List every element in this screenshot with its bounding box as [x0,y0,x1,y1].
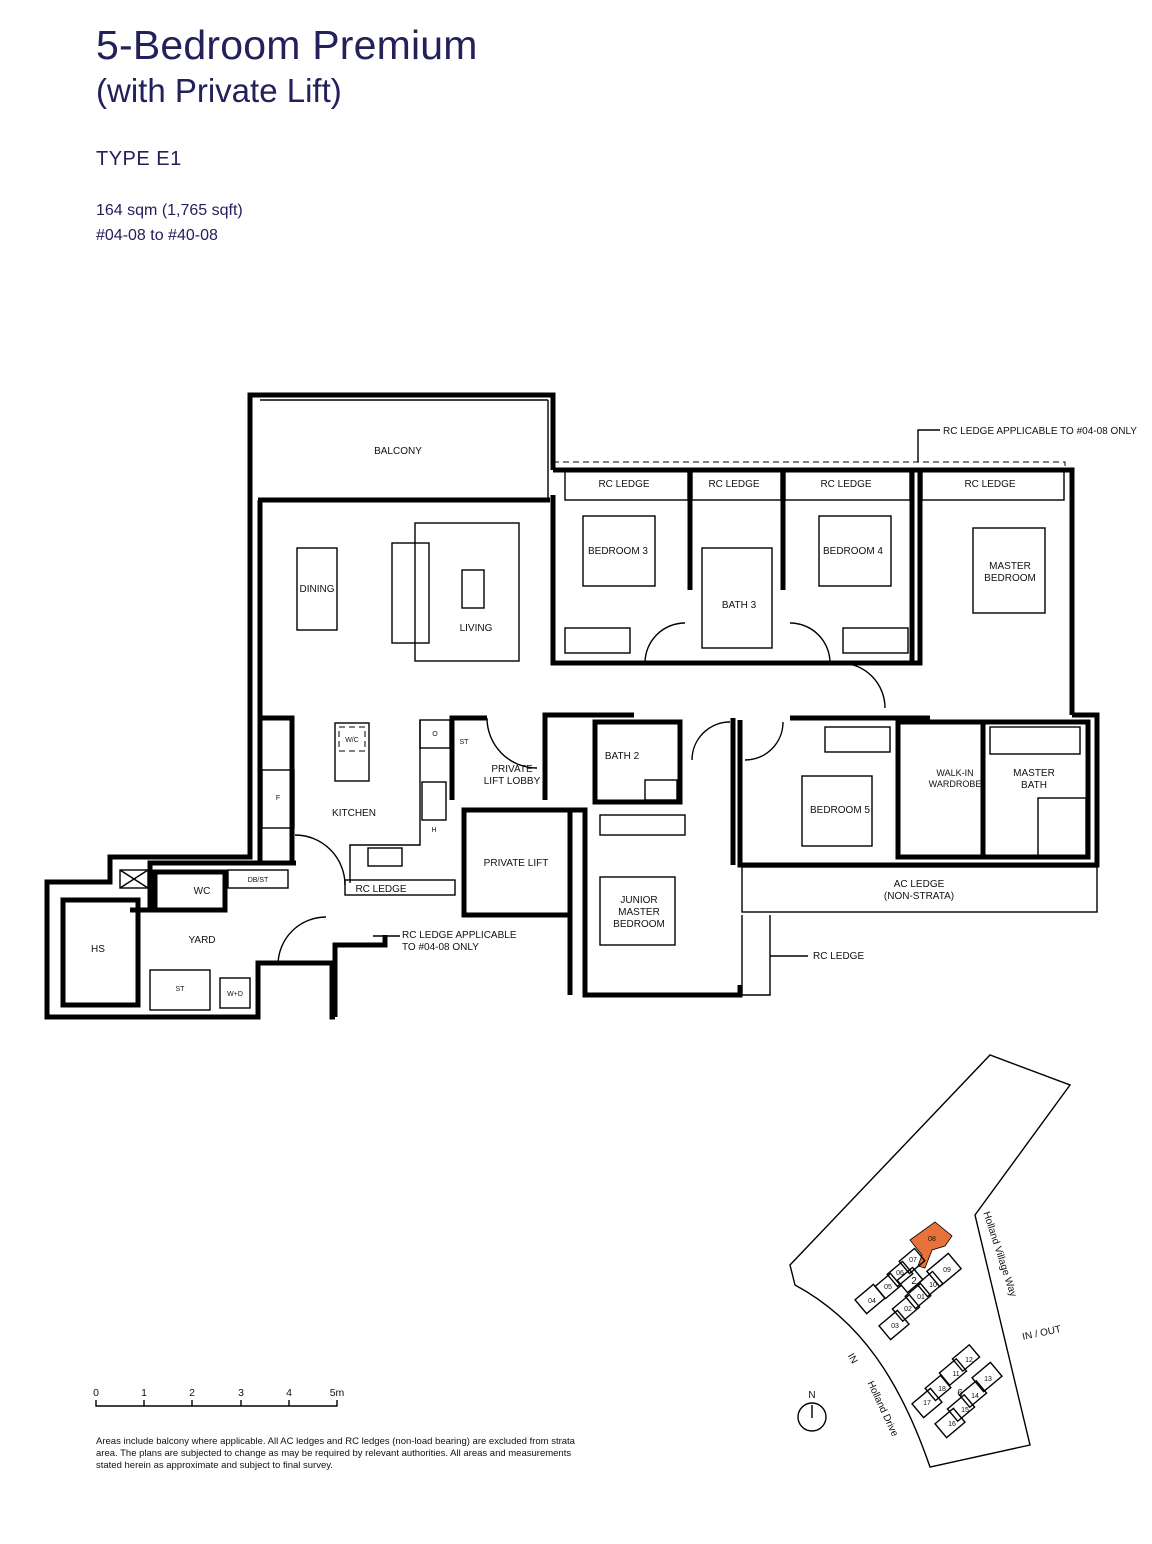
rc-ledge-top-note: RC LEDGE APPLICABLE TO #04-08 ONLY [943,426,1137,437]
lobby-store: ST [460,739,470,746]
entry-in: IN [845,1352,860,1366]
unit-label: 17 [923,1400,931,1407]
unit-label: 13 [984,1376,992,1383]
room-master-bedroom: MASTER [989,561,1031,572]
room-bath-2: BATH 2 [605,751,640,762]
unit-label: 02 [904,1306,912,1313]
scale-tick: 5m [330,1387,345,1399]
scale-tick: 3 [238,1387,244,1399]
block-6 [911,1343,1003,1439]
entry-in-out: IN / OUT [1021,1324,1062,1343]
block-2 [854,1247,963,1341]
unit-label: 06 [896,1270,904,1277]
hob: H [431,827,436,834]
north-label: N [808,1390,815,1401]
room-master-bath-line2: BATH [1021,780,1047,791]
room-yard: YARD [188,935,215,946]
rc-ledge-bedroom-4: RC LEDGE [820,479,871,490]
room-private-lift: PRIVATE LIFT [484,858,549,869]
unit-label: 14 [971,1393,979,1400]
room-bath-3: BATH 3 [722,600,757,611]
rc-ledge-bedroom-3: RC LEDGE [598,479,649,490]
room-wc: WC [194,886,211,897]
washer-dryer: W+D [227,991,243,998]
room-kitchen: KITCHEN [332,808,376,819]
unit-label: 11 [952,1371,959,1378]
unit-label: 08 [928,1236,936,1243]
unit-numbers: #04-08 to #40-08 [96,227,218,244]
unit-area: 164 sqm (1,765 sqft) [96,202,243,219]
rc-ledge-kitchen: RC LEDGE [355,884,406,895]
room-living: LIVING [460,623,493,634]
highlighted-unit-08 [909,1221,953,1269]
room-private-lift-lobby-line2: LIFT LOBBY [484,776,541,787]
fridge: F [276,795,280,802]
north-arrow-icon [797,1402,827,1432]
unit-label: 07 [909,1257,917,1264]
room-balcony: BALCONY [374,446,422,457]
room-hs: HS [91,944,105,955]
unit-label: 18 [938,1386,946,1393]
room-master-bath: MASTER [1013,768,1055,779]
rc-ledge-bath-3: RC LEDGE [708,479,759,490]
road-holland-drive: Holland Drive [865,1379,901,1438]
unit-label: 01 [917,1294,925,1301]
unit-label: 09 [943,1267,951,1274]
unit-type: TYPE E1 [96,148,182,170]
scale-tick: 0 [93,1387,99,1399]
room-bedroom-3: BEDROOM 3 [588,546,648,557]
rc-ledge-master: RC LEDGE [964,479,1015,490]
unit-label: 15 [961,1407,969,1414]
rc-ledge-bottom-note: RC LEDGE APPLICABLE [402,930,517,941]
scale-tick: 1 [141,1387,147,1399]
db-store: DB/ST [248,877,269,884]
page-title: 5-Bedroom Premium [96,22,478,68]
rc-ledge-bottom-note-line2: TO #04-08 ONLY [402,942,479,953]
scale-tick: 4 [286,1387,292,1399]
room-dining: DINING [300,584,335,595]
unit-label: 12 [965,1357,973,1364]
room-bedroom-5: BEDROOM 5 [810,805,870,816]
room-junior-master: JUNIOR [620,895,657,906]
road-holland-village-way: Holland Village Way [980,1210,1018,1298]
scale-bar: 0 1 2 3 4 5m [93,1387,345,1407]
unit-label: 16 [948,1421,956,1428]
unit-label: 03 [891,1323,899,1330]
unit-label: 10 [929,1282,937,1289]
ledge-labels: RC LEDGE RC LEDGE RC LEDGE RC LEDGE RC L… [355,426,1137,962]
unit-label: 04 [868,1298,876,1305]
unit-label: 05 [884,1284,892,1291]
room-store: ST [176,986,186,993]
room-bedroom-4: BEDROOM 4 [823,546,883,557]
wine-chiller: W/C [345,737,359,744]
room-walk-in-wardrobe: WALK-IN [936,768,973,778]
block-label: 6 [957,1388,963,1399]
room-junior-master-line2: MASTER [618,907,660,918]
room-walk-in-wardrobe-line2: WARDROBE [929,779,982,789]
room-master-bedroom-line2: BEDROOM [984,573,1036,584]
room-private-lift-lobby: PRIVATE [491,764,533,775]
ac-ledge: AC LEDGE [894,879,945,890]
ac-ledge-line2: (NON-STRATA) [884,891,954,902]
block-label: 2 [911,1276,917,1287]
walls [44,392,1100,1020]
disclaimer-note: Areas include balcony where applicable. … [96,1436,575,1471]
room-labels: BALCONY DINING LIVING KITCHEN BEDROOM 3 … [91,446,1055,998]
page-subtitle: (with Private Lift) [96,72,342,109]
scale-tick: 2 [189,1387,195,1399]
room-junior-master-line3: BEDROOM [613,919,665,930]
oven: O [432,731,438,738]
rc-ledge-right: RC LEDGE [813,951,864,962]
site-plan: 08 07 06 05 04 09 10 01 02 03 2 12 11 13… [789,1054,1072,1468]
